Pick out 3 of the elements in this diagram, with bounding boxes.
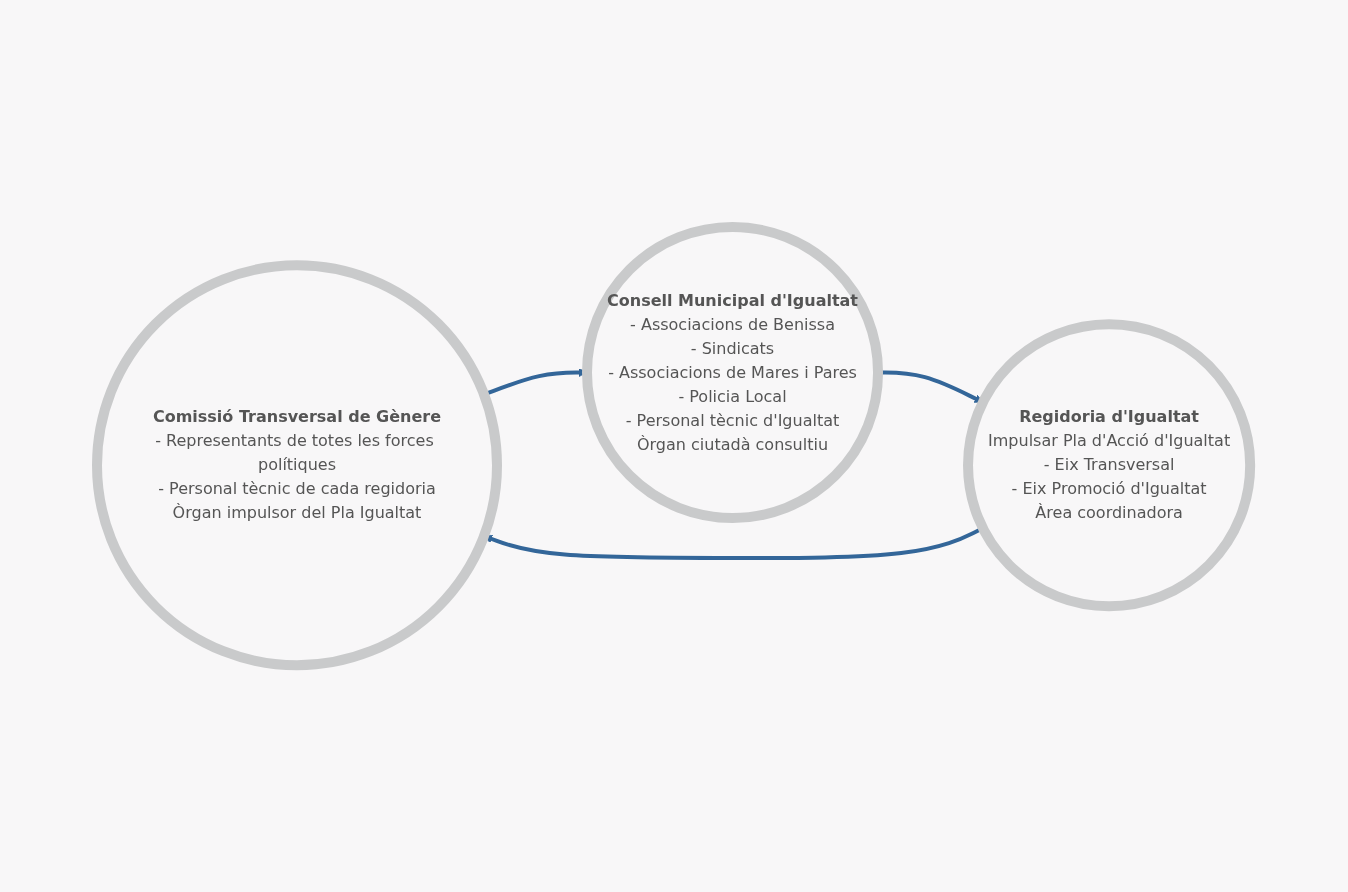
node-circle: Comissió Transversal de Gènere - Representants de totes les forces polítiques - Personal tècnic de cada regidoria Òrgan impulsor del Pla Igualtat <box>92 260 503 671</box>
node-circle: Consell Municipal d'Igualtat - Associacions de Benissa - Sindicats - Associacions de Mares i Pares - Policia Local - Personal tècnic d'Igualtat Òrgan ciutadà consultiu <box>582 221 884 523</box>
node-circle: Regidoria d'Igualtat Impulsar Pla d'Acció d'Igualtat - Eix Transversal - Eix Promoció d'Igualtat Àrea coordinadora <box>963 319 1256 612</box>
